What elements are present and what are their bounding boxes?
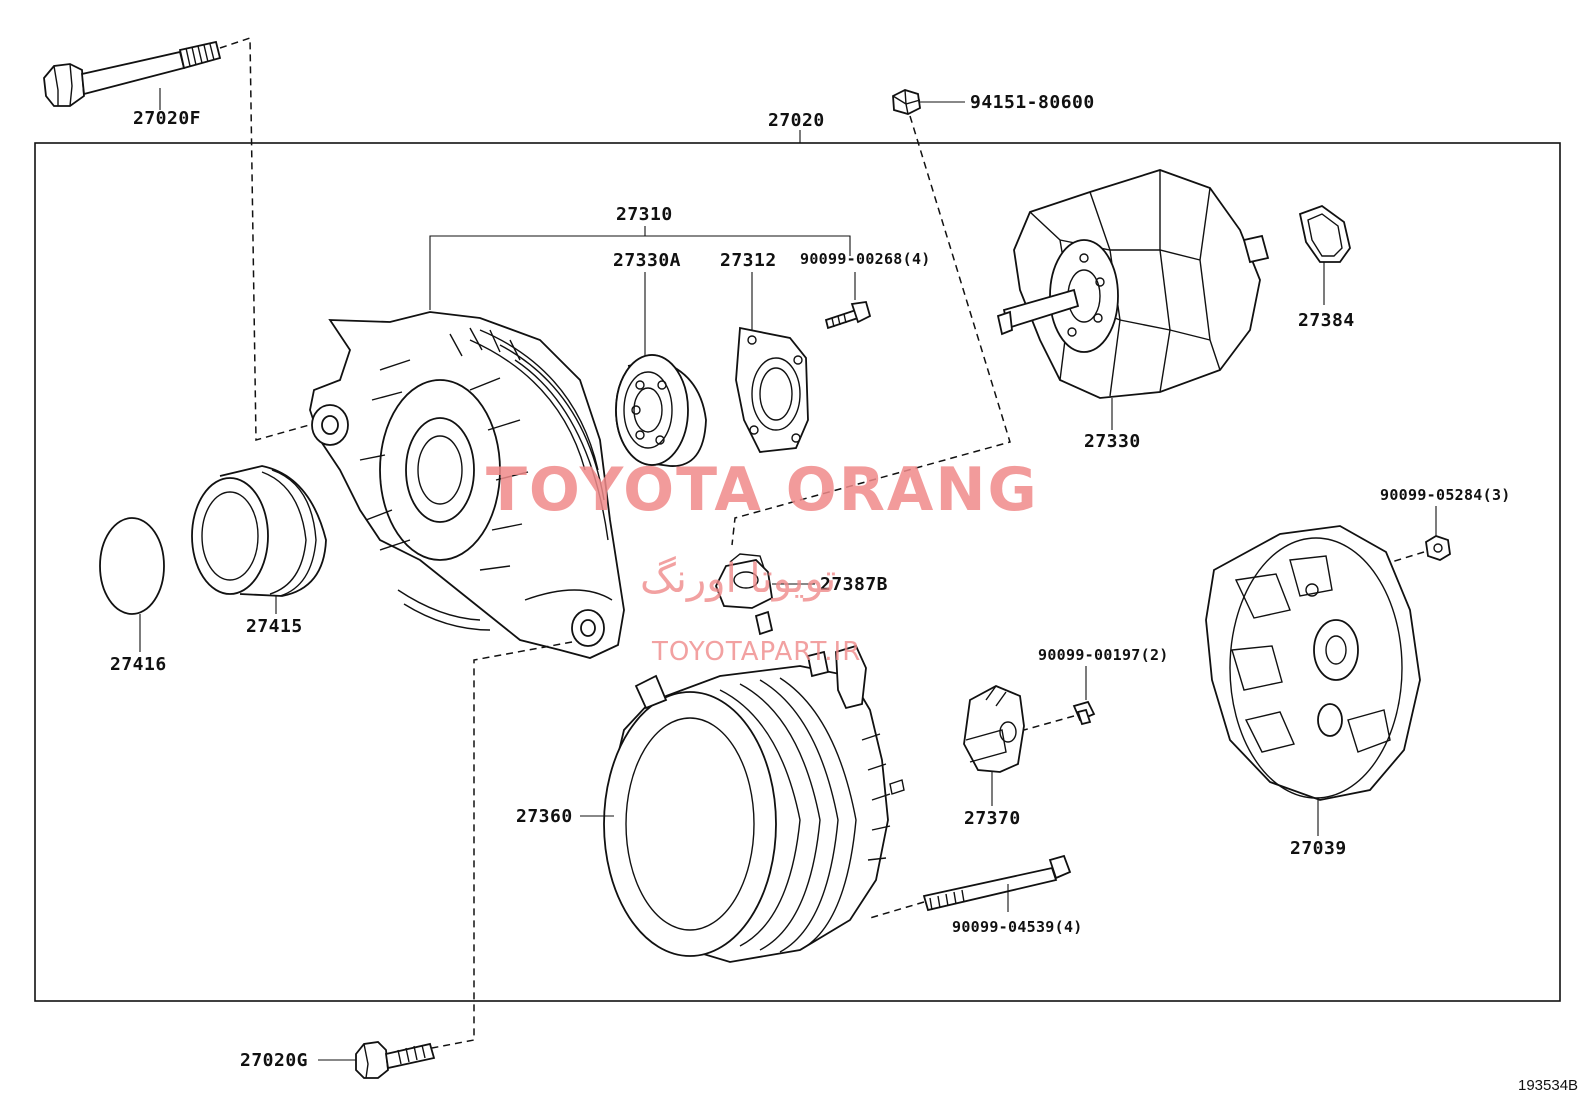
pulley-27415-part xyxy=(191,465,327,597)
insulator-27387B-part xyxy=(715,553,774,636)
stator-27360-part xyxy=(603,644,905,963)
label-27384: 27384 xyxy=(1298,310,1355,331)
label-27020F: 27020F xyxy=(133,108,201,129)
nut-90099-05284-part xyxy=(1425,535,1451,561)
label-27020: 27020 xyxy=(768,110,825,131)
label-27020G: 27020G xyxy=(240,1050,308,1071)
label-27360: 27360 xyxy=(516,806,573,827)
label-27416: 27416 xyxy=(110,654,167,675)
watermark-persian: تویوتا اورنگ xyxy=(640,556,836,602)
label-90099-05284: 90099-05284(3) xyxy=(1380,486,1511,504)
label-27330A: 27330A xyxy=(613,250,681,271)
rear-cover-27039-part xyxy=(1205,525,1421,801)
bolt-90099-04539-part xyxy=(922,854,1072,912)
rotor-27330-part xyxy=(996,169,1270,399)
label-90099-04539: 90099-04539(4) xyxy=(952,918,1083,936)
bolt-90099-00197-part xyxy=(1072,700,1096,726)
seal-27384-part xyxy=(1298,204,1351,263)
drive-end-frame-part xyxy=(309,311,625,659)
retainer-plate-27312-part xyxy=(735,326,809,453)
bearing-27330A-part xyxy=(615,354,707,467)
label-90099-00268: 90099-00268(4) xyxy=(800,250,931,268)
bolt-27020G-part xyxy=(355,1041,436,1079)
label-27310: 27310 xyxy=(616,204,673,225)
label-27387B: 27387B xyxy=(820,574,888,595)
label-27330: 27330 xyxy=(1084,431,1141,452)
label-27312: 27312 xyxy=(720,250,777,271)
brush-holder-27370-part xyxy=(963,685,1025,773)
label-27415: 27415 xyxy=(246,616,303,637)
label-27039: 27039 xyxy=(1290,838,1347,859)
label-90099-00197: 90099-00197(2) xyxy=(1038,646,1169,664)
bolt-27020F-part xyxy=(43,40,222,107)
label-94151-80600: 94151-80600 xyxy=(970,92,1095,113)
pulley-cover-27416-part xyxy=(99,517,165,615)
watermark-brand: TOYOTA ORANG xyxy=(486,455,1039,525)
nut-94151-80600-part xyxy=(892,89,921,115)
watermark-site: TOYOTAPART.IR xyxy=(651,637,861,667)
label-27370: 27370 xyxy=(964,808,1021,829)
figure-number: 193534B xyxy=(1518,1077,1578,1094)
assembly-frame xyxy=(34,142,1561,1002)
bolt-90099-00268-part xyxy=(824,300,872,330)
